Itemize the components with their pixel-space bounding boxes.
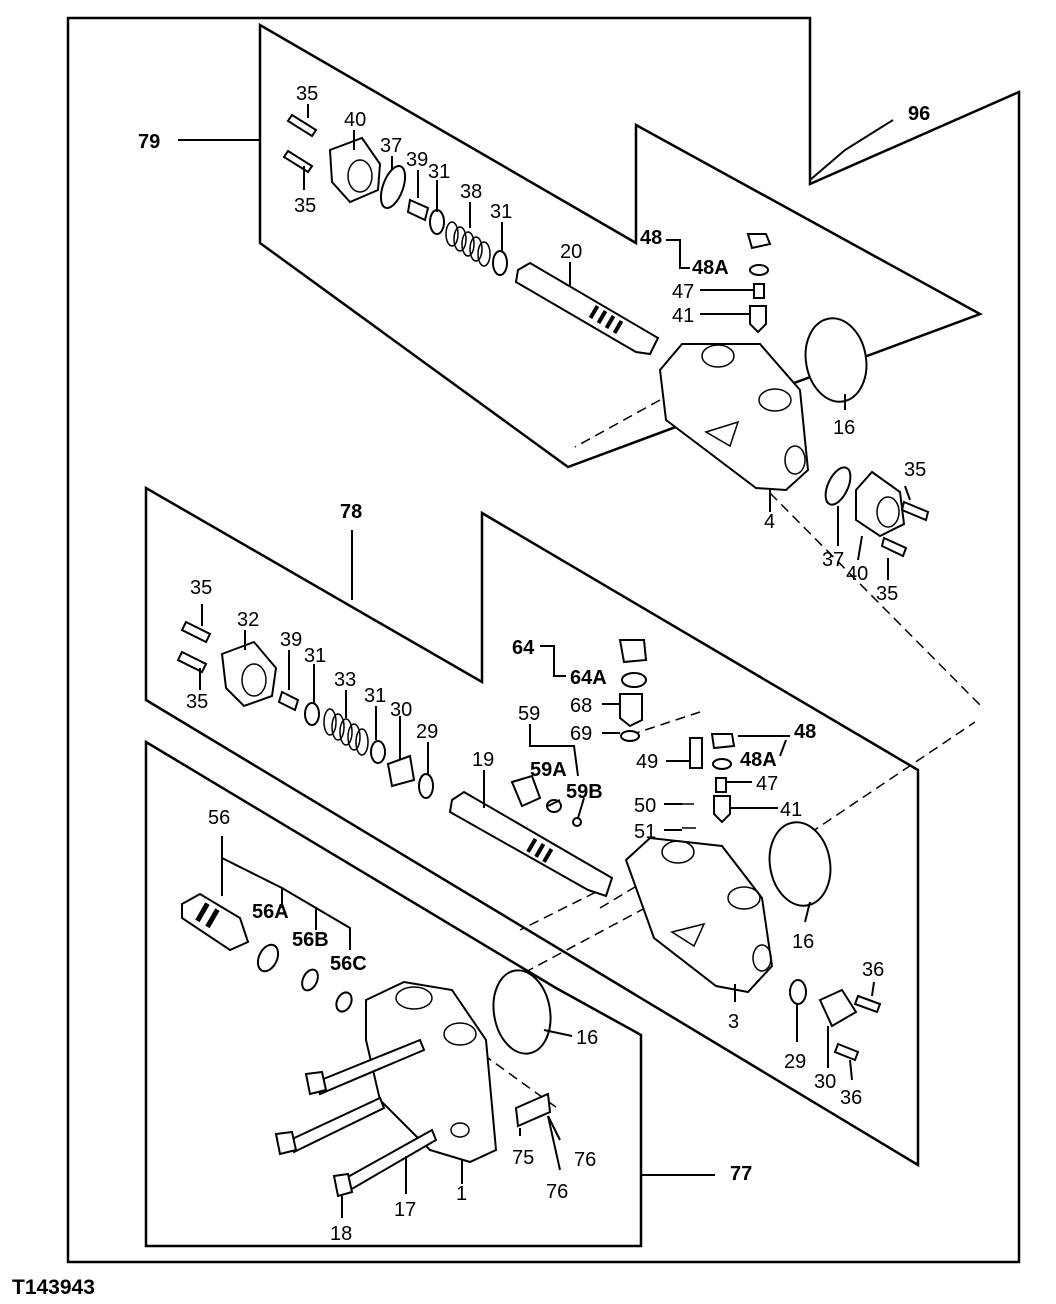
callout-35: 35: [186, 691, 208, 713]
callout-56: 56: [208, 807, 230, 829]
callout-35: 35: [876, 583, 898, 605]
callout-76: 76: [546, 1181, 568, 1203]
callout-35: 35: [904, 459, 926, 481]
callout-36: 36: [862, 959, 884, 981]
callout-17: 17: [394, 1199, 416, 1221]
callout-79: 79: [138, 131, 160, 153]
callout-31: 31: [490, 201, 512, 223]
frame-assembly-96: [66, 16, 1021, 1264]
callout-49: 49: [636, 751, 658, 773]
callout-56A: 56A: [252, 901, 289, 923]
callout-96: 96: [908, 103, 930, 125]
callout-31: 31: [428, 161, 450, 183]
callout-64: 64: [512, 637, 535, 659]
lower-section-parts: [181, 892, 552, 1198]
callout-76: 76: [574, 1149, 596, 1171]
callout-77: 77: [730, 1163, 752, 1185]
callout-4: 4: [764, 511, 775, 533]
frame-section-77: [144, 739, 643, 1248]
callout-59B: 59B: [566, 781, 603, 803]
leader-lines: [178, 104, 911, 1218]
callout-18: 18: [330, 1223, 352, 1245]
callout-19: 19: [472, 749, 494, 771]
callout-56B: 56B: [292, 929, 329, 951]
middle-section-parts: [176, 620, 882, 1062]
callout-47: 47: [756, 773, 778, 795]
callout-78: 78: [340, 501, 362, 523]
callout-35: 35: [190, 577, 212, 599]
callout-40: 40: [344, 109, 366, 131]
callout-32: 32: [237, 609, 259, 631]
callout-35: 35: [296, 83, 318, 105]
callout-37: 37: [380, 135, 402, 157]
callout-41: 41: [780, 799, 802, 821]
callout-75: 75: [512, 1147, 534, 1169]
callout-50: 50: [634, 795, 656, 817]
callout-29: 29: [416, 721, 438, 743]
callout-59A: 59A: [530, 759, 567, 781]
callout-3: 3: [728, 1011, 739, 1033]
frame-section-79: [258, 22, 983, 469]
callout-16: 16: [792, 931, 814, 953]
callout-48: 48: [794, 721, 816, 743]
callout-16: 16: [576, 1027, 598, 1049]
upper-section-parts: [282, 113, 930, 558]
callout-35: 35: [294, 195, 316, 217]
callout-36: 36: [840, 1087, 862, 1109]
callout-30: 30: [814, 1071, 836, 1093]
callout-31: 31: [304, 645, 326, 667]
callout-39: 39: [280, 629, 302, 651]
callout-20: 20: [560, 241, 582, 263]
callout-16: 16: [833, 417, 855, 439]
callout-40: 40: [846, 563, 868, 585]
callout-59: 59: [518, 703, 540, 725]
callout-48: 48: [640, 227, 662, 249]
callout-33: 33: [334, 669, 356, 691]
callout-37: 37: [822, 549, 844, 571]
callout-30: 30: [390, 699, 412, 721]
callout-69: 69: [570, 723, 592, 745]
callout-48A: 48A: [692, 257, 729, 279]
callout-39: 39: [406, 149, 428, 171]
callout-68: 68: [570, 695, 592, 717]
figure-id-label: T143943: [12, 1276, 95, 1299]
callout-47: 47: [672, 281, 694, 303]
callout-38: 38: [460, 181, 482, 203]
callout-41: 41: [672, 305, 694, 327]
callout-29: 29: [784, 1051, 806, 1073]
callout-51: 51: [634, 821, 656, 843]
callout-labels: 96 79 78 77 35 40 37 39 31 38 31 35 20 4…: [12, 83, 930, 1299]
frame-section-78: [144, 485, 920, 1168]
callout-31: 31: [364, 685, 386, 707]
callout-64A: 64A: [570, 667, 607, 689]
callout-56C: 56C: [330, 953, 367, 975]
callout-48A: 48A: [740, 749, 777, 771]
callout-1: 1: [456, 1183, 467, 1205]
